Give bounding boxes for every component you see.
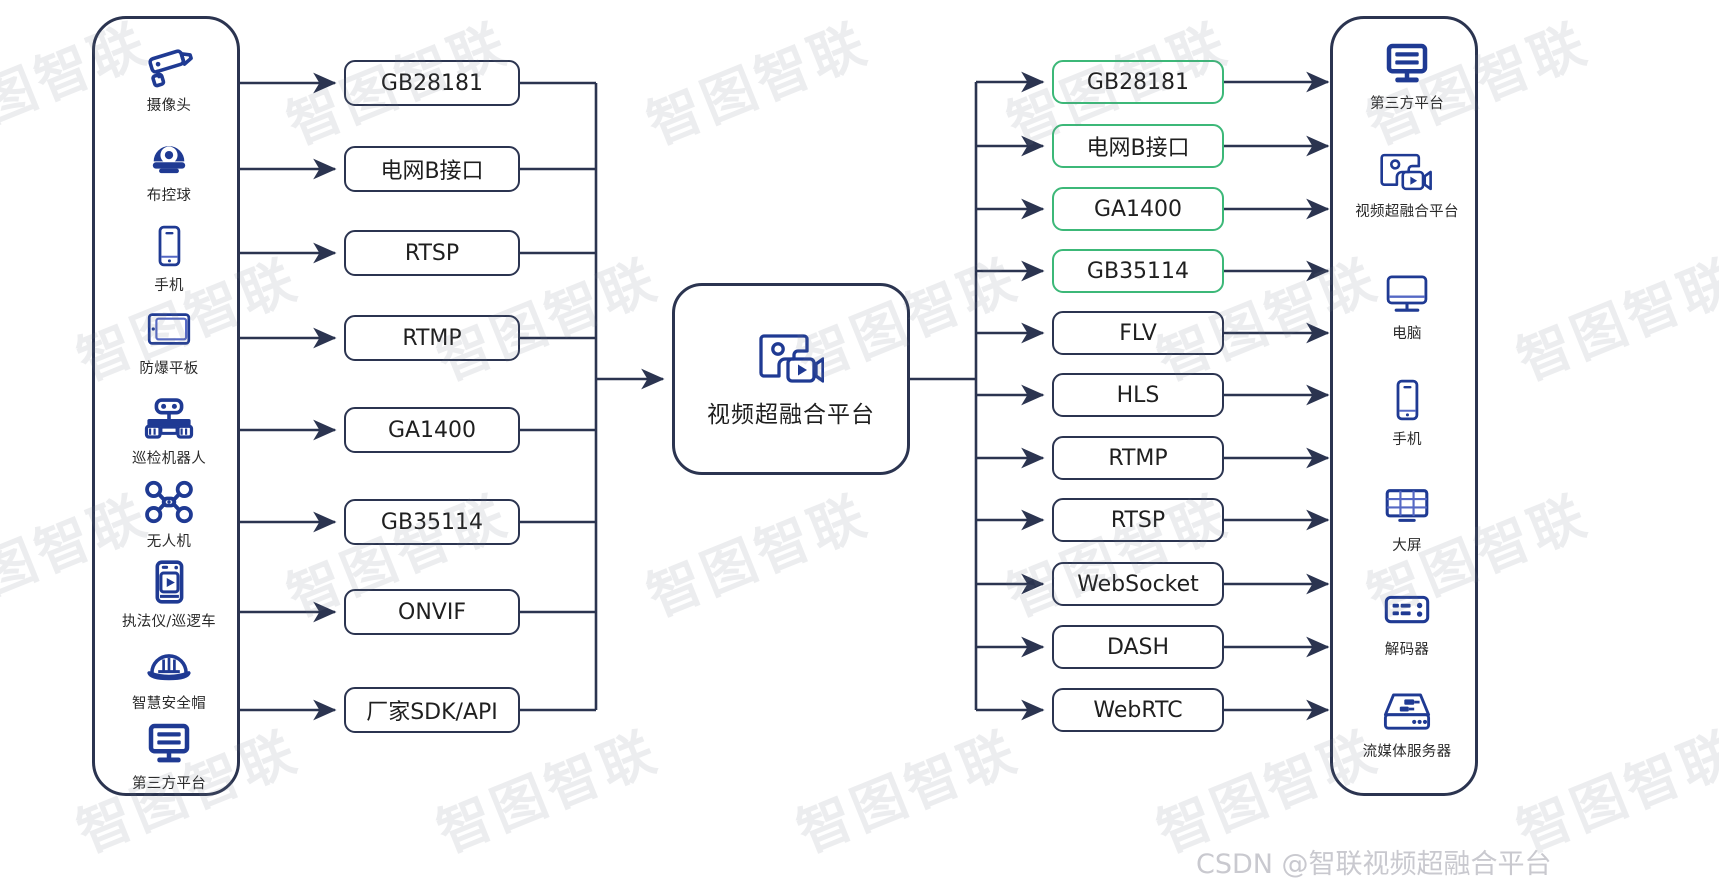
right-device-panel: 第三方平台 视频超融合平台 电脑 手机 大屏 [1330,16,1478,796]
third-party-platform-icon [142,719,196,769]
source-device-3[interactable]: 手机 [95,221,243,295]
source-device-2[interactable]: 布控球 [95,131,243,205]
mobile-phone-icon [142,221,196,271]
output-protocol-box-ga1400[interactable]: GA1400 [1052,187,1224,231]
output-protocol-label: HLS [1116,382,1160,408]
output-protocol-label: GB35114 [1086,258,1190,284]
output-device-7[interactable]: 流媒体服务器 [1333,687,1481,761]
source-device-8[interactable]: 智慧安全帽 [95,639,243,713]
output-device-label: 电脑 [1392,326,1422,342]
input-protocol-label: 厂家SDK/API [366,700,498,725]
input-protocol-label: GB35114 [380,509,484,535]
input-protocol-box-gb28181[interactable]: GB28181 [344,60,520,106]
mobile-phone-icon [1380,375,1434,425]
input-protocol-box-rtmp[interactable]: RTMP [344,315,520,361]
input-protocol-box-gb35114[interactable]: GB35114 [344,499,520,545]
central-platform-node[interactable]: 视频超融合平台 [672,283,910,475]
output-protocol-box-rtmp[interactable]: RTMP [1052,436,1224,480]
drone-icon [142,477,196,527]
output-device-3[interactable]: 电脑 [1333,269,1481,343]
source-device-9[interactable]: 第三方平台 [95,719,243,793]
output-protocol-box-flv[interactable]: FLV [1052,311,1224,355]
source-device-label: 防爆平板 [139,361,199,377]
source-device-5[interactable]: 巡检机器人 [95,394,243,468]
output-protocol-label: GB28181 [1086,69,1190,95]
output-protocol-box-webrtc[interactable]: WebRTC [1052,688,1224,732]
output-protocol-label: DASH [1106,634,1170,660]
source-device-6[interactable]: 无人机 [95,477,243,551]
inspection-robot-icon [142,394,196,444]
output-protocol-box-rtsp[interactable]: RTSP [1052,498,1224,542]
output-protocol-box-gb35114[interactable]: GB35114 [1052,249,1224,293]
smart-helmet-icon [142,639,196,689]
output-device-label: 第三方平台 [1370,96,1444,112]
input-protocol-box-b[interactable]: 电网B接口 [344,146,520,192]
input-protocol-label: ONVIF [398,599,466,625]
output-protocol-label: GA1400 [1093,196,1183,222]
output-device-4[interactable]: 手机 [1333,375,1481,449]
streaming-server-icon [1380,687,1434,737]
input-protocol-box-onvif[interactable]: ONVIF [344,589,520,635]
desktop-computer-icon [1380,269,1434,319]
csdn-credit: CSDN @智联视频超融合平台 [1196,849,1552,880]
left-device-panel: 摄像头 布控球 手机 防爆平板 巡检机器 [92,16,240,796]
input-protocol-box-ga1400[interactable]: GA1400 [344,407,520,453]
output-protocol-box-gb28181[interactable]: GB28181 [1052,60,1224,104]
output-protocol-label: 电网B接口 [1086,136,1190,161]
output-protocol-label: WebSocket [1077,571,1199,597]
input-protocol-label: RTMP [402,325,462,351]
output-protocol-box-b[interactable]: 电网B接口 [1052,124,1224,168]
cctv-camera-icon [142,41,196,91]
output-device-5[interactable]: 大屏 [1333,481,1481,555]
source-device-7[interactable]: 执法仪/巡逻车 [95,557,243,631]
video-fusion-platform-icon [1380,147,1434,197]
output-device-label: 大屏 [1392,538,1422,554]
central-platform-label: 视频超融合平台 [707,402,875,428]
source-device-label: 执法仪/巡逻车 [122,614,216,630]
output-protocol-label: WebRTC [1093,697,1183,723]
output-protocol-box-websocket[interactable]: WebSocket [1052,562,1224,606]
third-party-platform-icon [1380,39,1434,89]
video-fusion-platform-icon [758,329,825,389]
output-protocol-label: RTMP [1108,445,1168,471]
input-protocol-box-rtsp[interactable]: RTSP [344,230,520,276]
source-device-1[interactable]: 摄像头 [95,41,243,115]
video-wall-icon [1380,481,1434,531]
output-device-label: 解码器 [1384,642,1430,658]
source-device-label: 第三方平台 [132,776,206,792]
rugged-tablet-icon [142,304,196,354]
output-protocol-box-dash[interactable]: DASH [1052,625,1224,669]
source-device-label: 手机 [154,278,184,294]
output-device-label: 视频超融合平台 [1355,204,1459,220]
input-protocol-label: GB28181 [380,70,484,96]
source-device-label: 摄像头 [146,98,192,114]
source-device-label: 无人机 [146,534,192,550]
output-device-1[interactable]: 第三方平台 [1333,39,1481,113]
source-device-label: 布控球 [146,188,192,204]
law-enforcement-recorder-icon [142,557,196,607]
input-protocol-box-sdkapi[interactable]: 厂家SDK/API [344,687,520,733]
source-device-4[interactable]: 防爆平板 [95,304,243,378]
output-device-label: 流媒体服务器 [1362,744,1452,760]
output-device-6[interactable]: 解码器 [1333,585,1481,659]
output-protocol-label: FLV [1119,320,1157,346]
ptz-dome-camera-icon [142,131,196,181]
decoder-icon [1380,585,1434,635]
input-protocol-label: GA1400 [387,417,477,443]
input-protocol-label: 电网B接口 [380,159,484,184]
output-device-label: 手机 [1392,432,1422,448]
source-device-label: 智慧安全帽 [132,696,206,712]
output-protocol-box-hls[interactable]: HLS [1052,373,1224,417]
output-device-2[interactable]: 视频超融合平台 [1333,147,1481,221]
output-protocol-label: RTSP [1110,507,1166,533]
input-protocol-label: RTSP [404,240,460,266]
source-device-label: 巡检机器人 [132,451,206,467]
